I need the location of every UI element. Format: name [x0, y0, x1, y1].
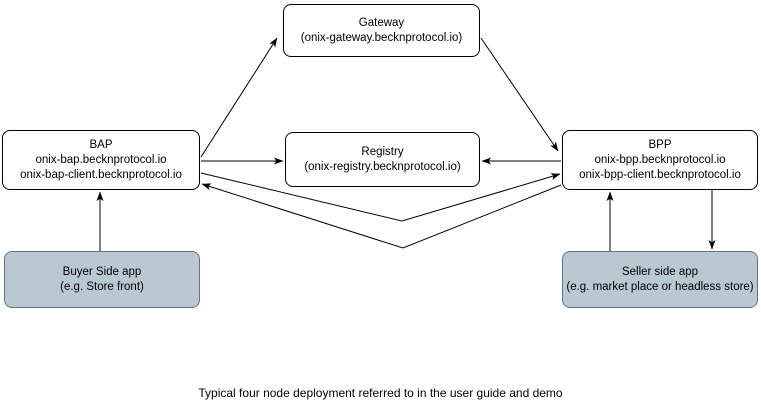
node-registry-host: (onix-registry.becknprotocol.io) — [304, 160, 461, 173]
node-seller-side-app: Seller side app (e.g. market place or he… — [562, 251, 758, 308]
node-bap-title: BAP — [89, 138, 113, 151]
node-bap: BAP onix-bap.becknprotocol.io onix-bap-c… — [2, 130, 200, 190]
node-bap-client-host: onix-bap-client.becknprotocol.io — [20, 168, 182, 181]
node-bpp-title: BPP — [648, 138, 672, 151]
node-registry: Registry (onix-registry.becknprotocol.io… — [285, 132, 480, 187]
node-buyer-title: Buyer Side app — [62, 265, 142, 278]
node-registry-title: Registry — [361, 145, 404, 158]
diagram-caption: Typical four node deployment referred to… — [198, 386, 563, 400]
node-gateway: Gateway (onix-gateway.becknprotocol.io) — [283, 4, 480, 57]
node-gateway-host: (onix-gateway.becknprotocol.io) — [300, 31, 463, 44]
node-bpp-client-host: onix-bpp-client.becknprotocol.io — [579, 168, 741, 181]
node-buyer-side-app: Buyer Side app (e.g. Store front) — [4, 251, 200, 308]
arrow-bap-to-gateway — [200, 37, 278, 158]
node-seller-title: Seller side app — [621, 265, 699, 278]
node-bpp-host: onix-bpp.becknprotocol.io — [594, 153, 726, 166]
node-gateway-title: Gateway — [358, 16, 405, 29]
arrow-gateway-to-bpp — [480, 37, 559, 152]
node-seller-subtitle: (e.g. market place or headless store) — [566, 280, 754, 293]
node-buyer-subtitle: (e.g. Store front) — [60, 280, 144, 293]
node-bpp: BPP onix-bpp.becknprotocol.io onix-bpp-c… — [562, 130, 758, 190]
node-bap-host: onix-bap.becknprotocol.io — [35, 153, 167, 166]
arrow-bpp-to-bap — [201, 183, 562, 249]
arrow-bap-to-bpp — [200, 172, 561, 222]
